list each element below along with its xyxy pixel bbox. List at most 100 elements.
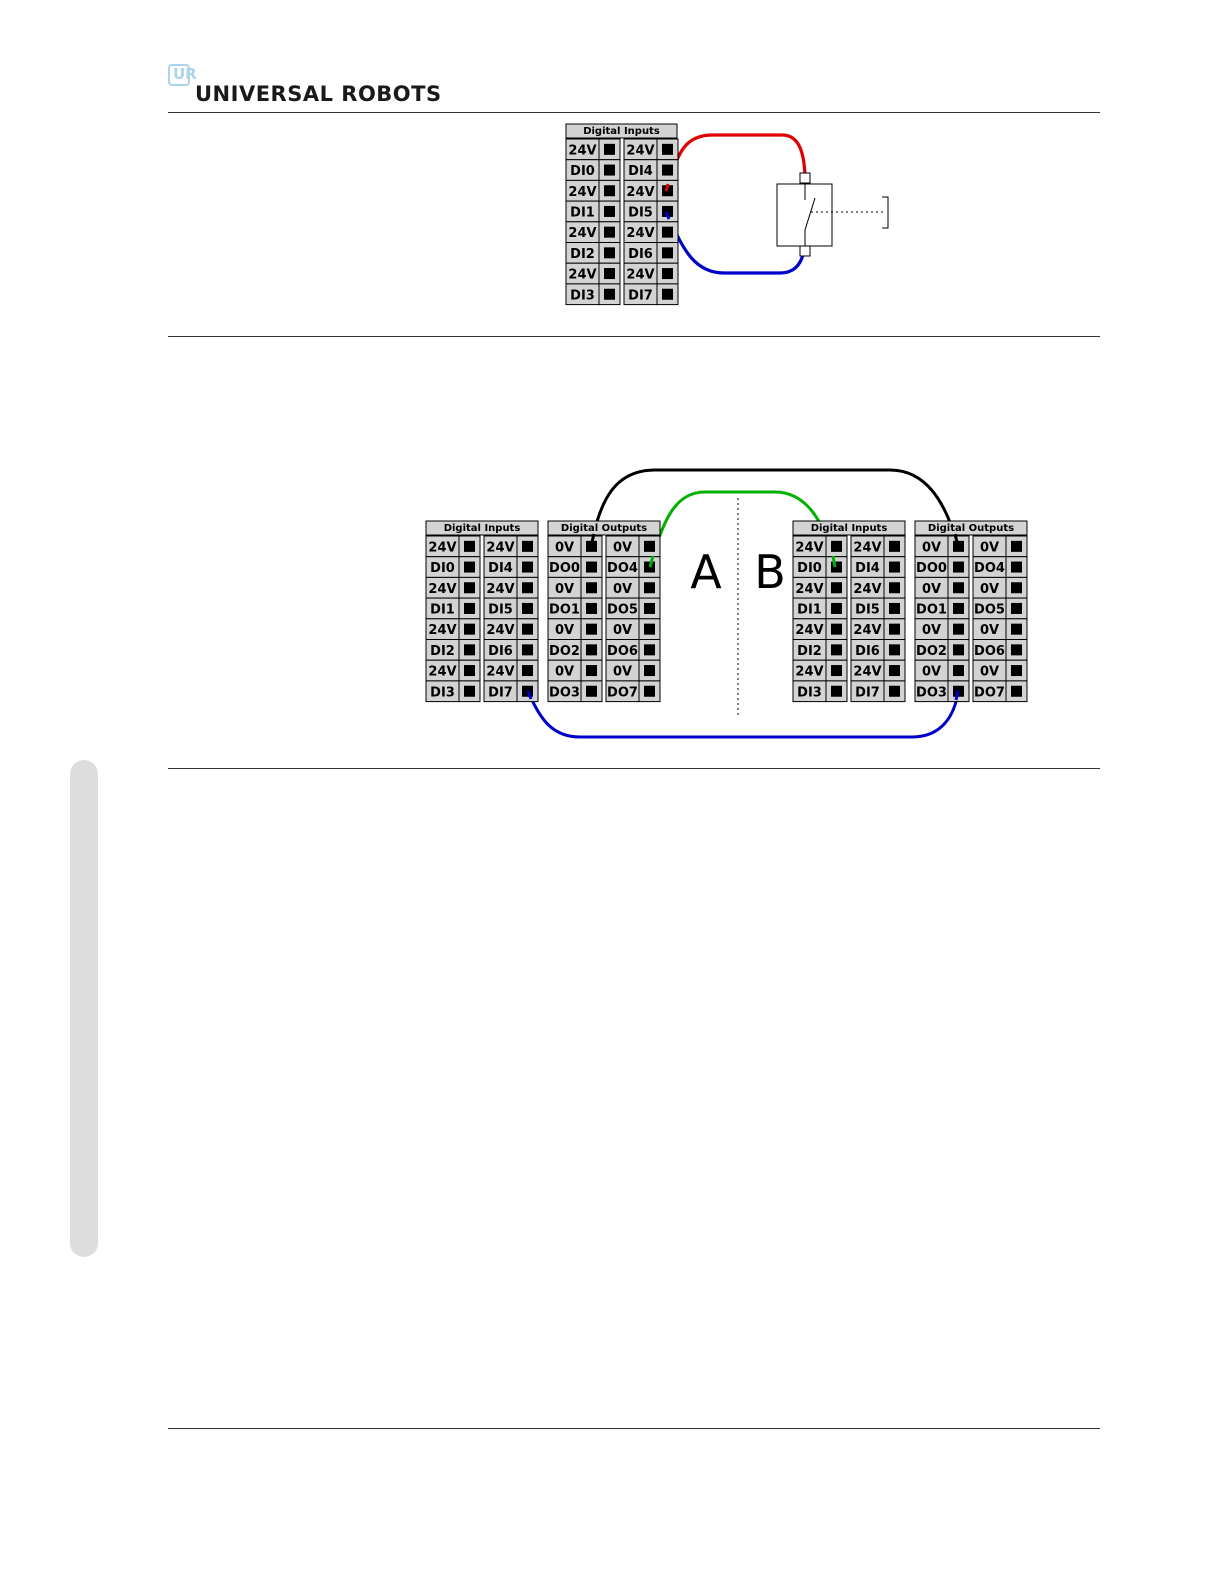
block-title: Digital Inputs <box>811 523 888 534</box>
figure1-digital-inputs-block: Digital Inputs 24VDI024VDI124VDI224VDI3 … <box>565 123 679 306</box>
brand-name: UNIVERSAL ROBOTS <box>195 82 442 106</box>
terminal-label: 24V <box>853 582 881 597</box>
terminal-row: DI7 <box>850 680 906 703</box>
terminal-row: DI6 <box>623 242 679 264</box>
terminal-row: 24V <box>483 535 539 558</box>
terminal-contact <box>831 582 842 594</box>
terminal-label: DI3 <box>570 288 595 303</box>
terminal-row: 0V <box>914 535 970 558</box>
terminal-row: DI3 <box>792 680 848 703</box>
terminal-contact <box>662 288 673 300</box>
terminal-label: DO2 <box>549 644 580 659</box>
terminal-label: 0V <box>980 665 999 680</box>
terminal-row: 24V <box>565 179 621 202</box>
terminal-row: 0V <box>914 576 970 599</box>
terminal-contact <box>464 602 475 614</box>
terminal-contact <box>662 268 673 280</box>
terminal-contact <box>953 644 964 656</box>
robot-b-digital-inputs-block: Digital Inputs 24VDI024VDI124VDI224VDI3 … <box>792 520 906 703</box>
terminal-label: DI5 <box>855 602 880 617</box>
terminal-label: DO2 <box>916 644 947 659</box>
terminal-contact <box>522 623 533 635</box>
terminal-row: DI2 <box>565 242 621 264</box>
terminal-label: 0V <box>555 623 574 638</box>
terminal-contact <box>953 561 964 573</box>
terminal-label: 0V <box>980 582 999 597</box>
side-chapter-tab <box>70 760 98 1257</box>
terminal-label: 0V <box>922 582 941 597</box>
terminal-label: 24V <box>428 623 456 638</box>
wire-end <box>664 183 670 192</box>
terminal-contact <box>662 205 673 217</box>
terminal-contact <box>586 685 597 697</box>
terminal-row: DO7 <box>972 680 1028 703</box>
terminal-label: DI7 <box>855 685 880 700</box>
logo-mark-text: UR <box>173 65 197 83</box>
terminal-row: 24V <box>565 262 621 285</box>
terminal-row: 24V <box>850 535 906 558</box>
terminal-row: 24V <box>483 659 539 682</box>
terminal-row: 0V <box>547 535 603 558</box>
terminal-label: 0V <box>613 665 632 680</box>
terminal-row: 0V <box>547 576 603 599</box>
terminal-label: DI5 <box>628 205 653 220</box>
terminal-label: DI6 <box>488 644 513 659</box>
terminal-row: 24V <box>565 221 621 244</box>
terminal-contact <box>644 644 655 656</box>
switch-blade <box>804 197 816 231</box>
terminal-label: 24V <box>795 665 823 680</box>
terminal-row: 24V <box>850 618 906 640</box>
terminal-label: 24V <box>626 268 654 283</box>
terminal-label: 0V <box>980 540 999 555</box>
terminal-label: DO1 <box>549 602 580 617</box>
terminal-label: DI3 <box>797 685 822 700</box>
terminal-label: 24V <box>568 226 596 241</box>
terminal-contact <box>662 164 673 176</box>
terminal-row: DO0 <box>914 556 970 578</box>
universal-robots-logo: UR UNIVERSAL ROBOTS <box>168 64 441 112</box>
terminal-contact <box>604 143 615 155</box>
terminal-row: 24V <box>425 535 481 558</box>
terminal-contact <box>586 623 597 635</box>
terminal-label: DI0 <box>430 561 455 576</box>
terminal-row: 24V <box>792 576 848 599</box>
ur-logo-icon: UR <box>168 64 197 86</box>
terminal-label: 24V <box>626 143 654 158</box>
terminal-contact <box>831 685 842 697</box>
terminal-label: DI2 <box>570 247 595 262</box>
terminal-label: 0V <box>555 540 574 555</box>
terminal-label: DO1 <box>916 602 947 617</box>
terminal-contact <box>831 561 842 573</box>
terminal-contact <box>644 623 655 635</box>
terminal-label: 24V <box>795 540 823 555</box>
terminal-label: DI3 <box>430 685 455 700</box>
wire-end <box>953 533 960 547</box>
terminal-row: DI0 <box>565 159 621 181</box>
terminal-row: DO4 <box>972 556 1028 578</box>
terminal-row: DO5 <box>972 597 1028 620</box>
terminal-contact <box>889 685 900 697</box>
terminal-row: DI1 <box>565 200 621 223</box>
terminal-contact <box>586 644 597 656</box>
terminal-contact <box>464 665 475 677</box>
terminal-contact <box>464 561 475 573</box>
terminal-contact <box>522 644 533 656</box>
terminal-label: DO0 <box>549 561 580 576</box>
terminal-row: DO5 <box>605 597 661 620</box>
terminal-contact <box>831 623 842 635</box>
terminal-row: 24V <box>425 618 481 640</box>
terminal-label: DO7 <box>974 685 1005 700</box>
terminal-label: 0V <box>922 665 941 680</box>
terminal-contact <box>644 602 655 614</box>
wire-end <box>831 555 837 568</box>
terminal-row: 0V <box>972 659 1028 682</box>
terminal-contact <box>464 685 475 697</box>
terminal-row: DO6 <box>972 639 1028 661</box>
wire-end <box>648 555 655 568</box>
black-wire <box>589 468 960 547</box>
terminal-contact <box>522 665 533 677</box>
terminal-contact <box>953 582 964 594</box>
